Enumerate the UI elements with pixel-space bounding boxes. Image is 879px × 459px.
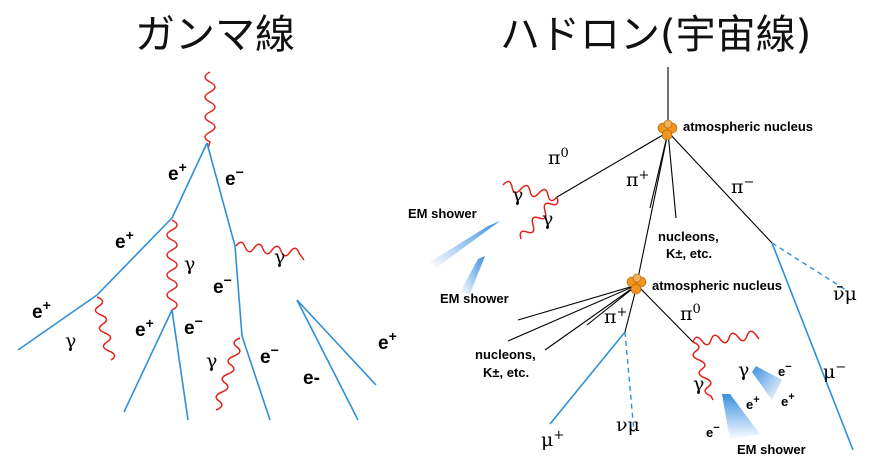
pair-e-plus-center — [123, 309, 173, 413]
label-e-plus-5: e+ — [378, 328, 397, 354]
photon-wave-left — [94, 296, 116, 361]
label-nucleons-1b: K±, etc. — [666, 246, 712, 261]
e-minus-track-2 — [234, 245, 243, 337]
photon-wave-right — [235, 241, 305, 261]
label-nucleons-1a: nucleons, — [658, 229, 719, 244]
mu-minus-track — [771, 242, 854, 451]
label-anti-nu-mu: ν̄μ — [833, 283, 857, 305]
label-gamma-center: γ — [184, 253, 195, 275]
label-gamma-right: γ — [274, 246, 285, 268]
mu-plus-track — [549, 331, 626, 425]
label-pi-plus-2: π+ — [604, 305, 627, 329]
label-pi-zero-2: π0 — [680, 302, 701, 326]
label-e-minus-2: e− — [213, 272, 232, 298]
label-mu-plus: μ+ — [541, 428, 564, 452]
label-em-shower-1: EM shower — [408, 206, 477, 221]
hadron-track-left-3 — [544, 284, 638, 351]
pi-zero-track-1 — [556, 131, 669, 198]
label-gamma-left: γ — [65, 330, 76, 352]
label-e-minus-1: e− — [225, 164, 244, 190]
label-gamma-r1: γ — [512, 184, 523, 206]
e-plus-track-3 — [17, 294, 98, 351]
gamma-title: ガンマ線 — [135, 12, 295, 58]
label-atmospheric-nucleus-1: atmospheric nucleus — [683, 119, 813, 134]
hadron-shower-panel: ハドロン(宇宙線) atmospheric nucleus — [408, 12, 857, 457]
pi-plus-track-1 — [649, 131, 669, 209]
pi-zero-gamma-2 — [519, 196, 559, 240]
label-e-minus-3: e− — [184, 313, 203, 339]
label-nucleons-2b: K±, etc. — [483, 365, 529, 380]
pi-zero-track-2 — [636, 284, 694, 343]
label-e-plus-r1: e+ — [781, 391, 795, 409]
label-e-plus-r2: e+ — [746, 394, 760, 412]
em-shower-cone-3 — [752, 366, 782, 400]
em-shower-cone-2 — [460, 256, 485, 294]
label-e-plus-1: e+ — [168, 159, 187, 185]
photon-wave-center — [166, 219, 178, 311]
label-pi-minus: π− — [731, 175, 754, 199]
hadron-track-left-1 — [507, 284, 638, 342]
atmospheric-nucleus-1 — [657, 119, 678, 141]
label-gamma-r4: γ — [693, 373, 704, 395]
label-e-plus-2: e+ — [115, 227, 134, 253]
anti-nu-mu-track — [771, 242, 847, 291]
em-shower-cone-1 — [430, 221, 500, 268]
label-nucleons-2a: nucleons, — [475, 347, 536, 362]
label-e-minus-5: e- — [303, 368, 320, 389]
e-plus-track-2 — [96, 217, 173, 296]
e-minus-track-1 — [206, 142, 236, 247]
nu-mu-track — [624, 331, 635, 433]
hadron-track-down — [636, 131, 669, 284]
label-atmospheric-nucleus-2: atmospheric nucleus — [652, 278, 782, 293]
gamma-shower-panel: ガンマ線 e+ e− e+ e+ γ γ γ e− e+ e− γ e− — [17, 12, 397, 421]
pi-zero-gamma-3 — [692, 330, 760, 346]
label-e-minus-4: e− — [260, 342, 279, 368]
e-plus-track-1 — [171, 142, 208, 219]
label-gamma-lower: γ — [206, 350, 217, 372]
pair-e-minus-center — [171, 309, 189, 421]
label-gamma-r3: γ — [738, 359, 749, 381]
label-nu-mu: νμ — [616, 414, 640, 436]
label-pi-plus-1: π+ — [626, 168, 649, 192]
e-minus-track-3 — [241, 335, 271, 421]
em-shower-cone-4 — [722, 394, 760, 440]
incoming-photon-wave — [204, 71, 216, 149]
label-e-plus-3: e+ — [32, 297, 51, 323]
hadron-title: ハドロン(宇宙線) — [500, 12, 811, 58]
label-e-plus-4: e+ — [135, 315, 154, 341]
label-gamma-r2: γ — [542, 208, 553, 230]
label-em-shower-2: EM shower — [440, 291, 509, 306]
hadron-track-left-2 — [517, 284, 638, 321]
pi-zero-gamma-1 — [502, 180, 558, 202]
label-em-shower-3: EM shower — [737, 442, 806, 457]
label-mu-minus: μ− — [823, 360, 846, 384]
pair-e-plus-right — [296, 299, 377, 386]
label-e-minus-r2: e− — [706, 422, 720, 440]
hadron-track-left-4 — [586, 284, 638, 326]
label-pi-zero-1: π0 — [548, 146, 569, 170]
photon-wave-lower — [215, 337, 241, 411]
pi-zero-gamma-4 — [692, 341, 714, 401]
pair-e-minus-right — [296, 299, 359, 421]
label-e-minus-r1: e− — [778, 361, 792, 379]
pi-minus-track — [667, 131, 773, 244]
atmospheric-nucleus-2 — [626, 273, 647, 295]
nucleons-track-1 — [667, 131, 677, 219]
